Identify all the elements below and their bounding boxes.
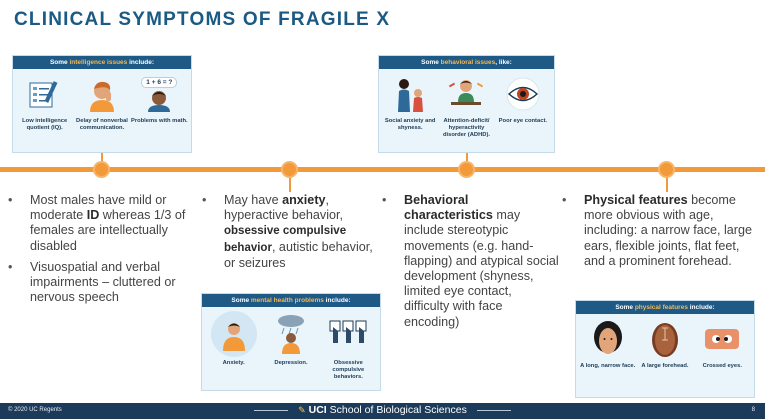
slide-title: CLINICAL SYMPTOMS OF FRAGILE X [14, 9, 391, 30]
card-item: Low intelligence quotient (IQ). [16, 73, 73, 132]
copyright-text: © 2020 UC Regents [8, 407, 62, 413]
item-caption: Low intelligence quotient (IQ). [22, 118, 68, 131]
intelligence-text-column: Most males have mild or moderate ID wher… [6, 193, 196, 311]
item-caption: Crossed eyes. [702, 363, 742, 369]
footer-rule [476, 409, 511, 411]
timeline-dot [658, 161, 675, 178]
physical-text-column: Physical features become more obvious wi… [560, 193, 763, 275]
card-header: Some physical features include: [576, 301, 754, 314]
slide-footer: © 2020 UC Regents ✎ UCI School of Biolog… [0, 403, 765, 419]
page-number: 8 [751, 407, 755, 413]
card-item: Anxiety. [205, 311, 262, 380]
card-item: A large forehead. [637, 318, 694, 370]
uci-wordmark: UCI [308, 404, 327, 416]
bullet-point: Visuospatial and verbal impairments – cl… [6, 260, 196, 306]
uci-logo-icon: ✎ [298, 405, 306, 415]
card-item: A long, narrow face. [579, 318, 636, 370]
card-item: Delay of nonverbal communication. [74, 73, 131, 132]
card-item: Social anxiety and shyness. [382, 73, 438, 138]
mental-health-text-column: May have anxiety, hyperactive behavior, … [200, 193, 380, 277]
card-header: Some behavioral issues, like: [379, 56, 554, 69]
footer-rule [254, 409, 289, 411]
item-caption: A long, narrow face. [580, 363, 636, 369]
crossed-eyes-icon [701, 318, 743, 360]
eye-icon [502, 73, 544, 115]
bullet-point: May have anxiety, hyperactive behavior, … [200, 193, 380, 271]
timeline-dot [458, 161, 475, 178]
large-forehead-icon [644, 318, 686, 360]
anxious-person-icon [210, 311, 257, 357]
rain-cloud-person-icon [268, 311, 314, 357]
card-item: Crossed eyes. [694, 318, 751, 370]
card-item: Attention-deficit/ hyperactivity disorde… [439, 73, 495, 138]
connector-line [101, 153, 103, 167]
card-item: Poor eye contact. [495, 73, 551, 138]
bullet-point: Most males have mild or moderate ID wher… [6, 193, 196, 254]
bullet-point: Behavioral characteristics may include s… [380, 193, 560, 330]
item-caption: Problems with math. [130, 118, 188, 124]
math-equation: 1 + 6 = ? [141, 76, 178, 88]
long-face-icon [587, 318, 629, 360]
repeated-hands-icon [325, 311, 371, 357]
behavioral-issues-card: Some behavioral issues, like: Social anx… [378, 55, 555, 153]
card-item: 1 + 6 = ? Problems with math. [131, 73, 188, 132]
item-caption: Attention-deficit/ hyperactivity disorde… [442, 118, 490, 138]
physical-features-card: Some physical features include: A long, … [575, 300, 755, 398]
item-caption: Delay of nonverbal communication. [76, 118, 128, 131]
timeline-dot [93, 161, 110, 178]
item-caption: Anxiety. [222, 360, 245, 366]
item-caption: Social anxiety and shyness. [384, 118, 436, 131]
card-item: Depression. [263, 311, 320, 380]
connector-line [466, 153, 468, 167]
item-caption: A large forehead. [641, 363, 689, 369]
connector-line [289, 172, 291, 192]
checklist-pencil-icon [24, 73, 66, 115]
math-problem-icon: 1 + 6 = ? [138, 73, 180, 115]
connector-line [666, 172, 668, 192]
timeline-bar [0, 167, 765, 172]
timeline-dot [281, 161, 298, 178]
card-header: Some intelligence issues include: [13, 56, 191, 69]
school-banner: ✎ UCI School of Biological Sciences [0, 404, 765, 416]
item-caption: Depression. [274, 360, 308, 366]
behavioral-text-column: Behavioral characteristics may include s… [380, 193, 560, 336]
person-thinking-icon [81, 73, 123, 115]
item-caption: Obsessive compulsive behaviors. [332, 360, 365, 380]
adhd-desk-icon [445, 73, 487, 115]
card-header: Some mental health problems include: [202, 294, 380, 307]
mental-health-card: Some mental health problems include: Anx… [201, 293, 381, 391]
card-item: Obsessive compulsive behaviors. [320, 311, 377, 380]
item-caption: Poor eye contact. [498, 118, 547, 124]
school-name: School of Biological Sciences [326, 404, 467, 416]
shy-child-icon [389, 73, 431, 115]
intelligence-issues-card: Some intelligence issues include: Low in… [12, 55, 192, 153]
bullet-point: Physical features become more obvious wi… [560, 193, 763, 269]
